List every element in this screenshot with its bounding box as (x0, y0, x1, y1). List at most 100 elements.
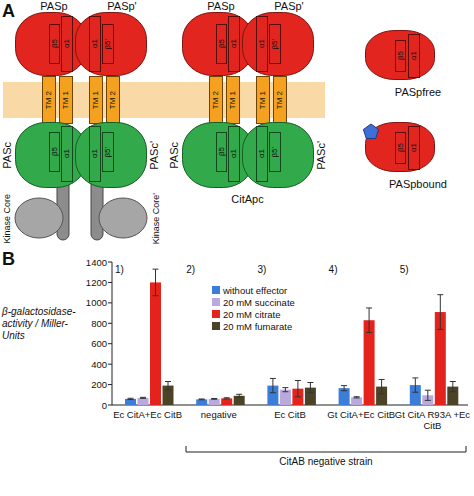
domain-name: PASp (40, 0, 67, 13)
pas-domain: PASpboundβ5α1 (345, 122, 465, 194)
element-name: α1 (91, 149, 99, 158)
tm-helix: TM 1 (89, 76, 103, 124)
domain-name: PASpfree (395, 86, 441, 99)
helix-name: TM 2 (212, 91, 220, 109)
text-slot: B (2, 248, 20, 270)
domain-name: PASc (168, 142, 181, 169)
tick-label: 1400 (86, 257, 107, 268)
bar (196, 399, 207, 405)
text-slot: Ec CitB (250, 409, 329, 435)
secondary-structure-box: α1 (256, 126, 268, 182)
domain-name: PASp' (274, 0, 303, 13)
tm-helix: TM 1 (226, 76, 240, 124)
error-bar (310, 383, 311, 393)
group-number: 2) (186, 264, 195, 276)
text-slot: 5) (400, 264, 420, 276)
error-bar (297, 380, 298, 396)
category-label: Gt CitA R93A +Ec CitB (393, 409, 472, 431)
error-cap (412, 392, 418, 393)
error-cap (140, 398, 146, 399)
element-name: β5' (271, 39, 279, 50)
text-slot: PASp (29, 0, 79, 13)
legend-swatch (212, 286, 220, 294)
pas-domain: PASpfreeβ5α1 (345, 30, 465, 102)
group-bracket (186, 446, 466, 452)
text-slot: PASpfree (373, 84, 463, 100)
text-slot: 600 (78, 338, 107, 350)
tm-helix: TM 2 (273, 76, 287, 124)
secondary-structure-box: α1 (256, 16, 268, 72)
text-slot: PASp (196, 0, 246, 13)
text-slot: 1000 (78, 297, 107, 309)
text-slot: 200 (78, 379, 107, 391)
error-cap (128, 398, 134, 399)
pas-domain: PASc β5α1 (168, 122, 254, 188)
text-slot: 800 (78, 317, 107, 329)
secondary-structure-box: β5 (216, 132, 227, 172)
error-cap (341, 385, 347, 386)
error-cap (412, 377, 418, 378)
text-slot: Ec CitA+Ec CitB (108, 409, 187, 435)
bar (351, 397, 362, 405)
text-slot: A (2, 0, 20, 22)
element-name: α1 (410, 143, 418, 152)
error-bar (369, 308, 370, 333)
axis-tick (108, 282, 112, 283)
bracket-label: CitAB negative strain (279, 456, 372, 468)
element-name: β5' (271, 147, 279, 158)
text-slot: PASp' (264, 0, 314, 13)
bar (364, 320, 375, 405)
legend-text: without effector (223, 285, 287, 296)
text-slot: 20 mM citrate (223, 308, 323, 320)
error-bar (168, 382, 169, 390)
secondary-structure-box: β5' (102, 132, 114, 172)
axis-tick (108, 343, 112, 344)
helix-name: TM 2 (109, 91, 117, 109)
text-slot: 400 (78, 358, 107, 370)
secondary-structure-box: β5' (269, 132, 281, 172)
error-bar (440, 295, 441, 330)
element-name: α1 (63, 39, 71, 48)
group-number: 1) (115, 264, 124, 276)
error-cap (450, 381, 456, 382)
text-slot: Gt CitA R93A +Ec CitB (393, 409, 472, 435)
helix-name: TM 1 (92, 91, 100, 109)
error-cap (153, 269, 159, 270)
bar (280, 390, 291, 405)
helix-name: TM 1 (259, 91, 267, 109)
domain-outline (1, 122, 87, 188)
category-label: Ec CitB (274, 409, 306, 420)
error-cap (295, 396, 301, 397)
element-name: α1 (258, 39, 266, 48)
domain-shape (76, 13, 147, 76)
secondary-structure-box: α1 (228, 126, 240, 182)
error-cap (153, 295, 159, 296)
y-axis (112, 262, 113, 405)
element-name: α1 (258, 149, 266, 158)
text-slot: 1200 (78, 276, 107, 288)
pas-domain: PAScβ5α1 (1, 122, 87, 188)
secondary-structure-box: β5' (102, 24, 114, 64)
element-name: β5 (397, 143, 405, 152)
error-bar (285, 388, 286, 392)
element-name: α1 (63, 149, 71, 158)
axis-tick (108, 384, 112, 385)
secondary-structure-box: β5 (216, 24, 227, 64)
pas-domain: PASc'α1β5' (242, 122, 328, 188)
bar (150, 282, 161, 405)
error-cap (224, 397, 230, 398)
tick-label: 600 (91, 338, 107, 349)
text-slot: CitApc (205, 192, 290, 206)
helix-name: TM 2 (276, 91, 284, 109)
secondary-structure-box: β5' (269, 24, 281, 64)
pas-domain: PASp'α1β5' (75, 0, 147, 76)
domain-shape (243, 123, 314, 188)
error-cap (366, 307, 372, 308)
error-cap (140, 397, 146, 398)
error-cap (224, 398, 230, 399)
domain-name: PASc' (148, 141, 161, 170)
tick-label: 1200 (86, 277, 107, 288)
text-slot: PASc' (148, 130, 161, 180)
text-slot: 0 (78, 399, 107, 411)
text-slot: 1400 (78, 256, 107, 268)
